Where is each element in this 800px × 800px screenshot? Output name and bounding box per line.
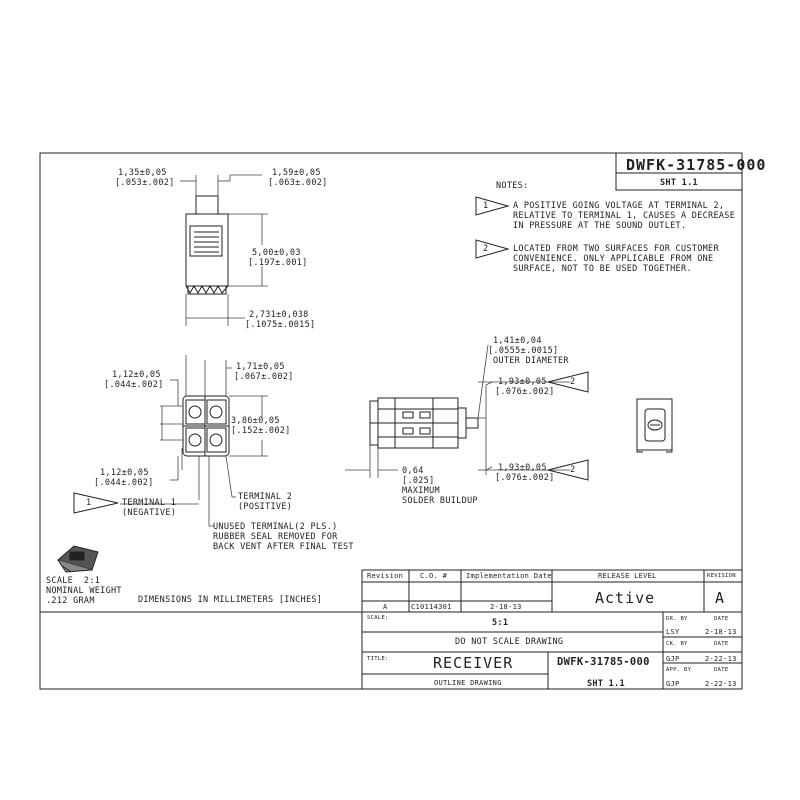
dim-1-in: [.053±.002] [115, 178, 175, 188]
dim-12-in: [.025] [402, 476, 435, 486]
dim-5-mm: 1,71±0,05 [236, 362, 285, 372]
unused-terminal-line2: RUBBER SEAL REMOVED FOR [213, 532, 338, 542]
dim-3-mm: 5,00±0,03 [252, 248, 301, 258]
tb-dr-date-label: DATE [714, 616, 729, 622]
dim-12-note2: SOLDER BUILDUP [402, 496, 478, 506]
tb-app-by-label: APP. BY [666, 667, 692, 673]
tb-title-label: TITLE: [367, 656, 389, 662]
iso-picture [56, 545, 99, 573]
tb-ck-name: GJP [666, 655, 680, 663]
tb-revision-header: Revision [367, 572, 404, 580]
tb-rev-value: A [383, 603, 388, 611]
terminal1-flag-shape [73, 492, 119, 514]
dim-12-note1: MAXIMUM [402, 486, 440, 496]
dim-8-mm: 1,12±0,05 [100, 468, 149, 478]
dim-10-mm: 1,93±0,05 [498, 377, 547, 387]
dimension-units: DIMENSIONS IN MILLIMETERS [INCHES] [138, 595, 323, 605]
header-sheet: SHT 1.1 [660, 178, 698, 188]
tb-ck-date: 2-22-13 [705, 655, 737, 663]
unused-terminal-line3: BACK VENT AFTER FINAL TEST [213, 542, 354, 552]
tb-app-name: GJP [666, 680, 680, 688]
dim-11-mm: 1,93±0,05 [498, 463, 547, 473]
tb-impl-value: 2-18-13 [490, 603, 522, 611]
dim-3-in: [.197±.001] [248, 258, 308, 268]
flag2b-number: 2 [570, 465, 576, 475]
note2-flag-number: 2 [483, 244, 489, 254]
dim-8-in: [.044±.002] [94, 478, 154, 488]
tb-ck-date-label: DATE [714, 641, 729, 647]
tb-scale-label: SCALE: [367, 615, 389, 621]
tb-revision-col-header: REVISION [707, 573, 736, 579]
note2-line3: SURFACE, NOT TO BE USED TOGETHER. [513, 264, 692, 274]
tb-subtitle: OUTLINE DRAWING [434, 679, 502, 687]
tb-ck-by-label: CK. BY [666, 641, 688, 647]
note2-line2: CONVENIENCE. ONLY APPLICABLE FROM ONE [513, 254, 714, 264]
profile-view-part [369, 397, 479, 449]
note-flags [475, 196, 510, 259]
dim-7-in: [.152±.002] [231, 426, 291, 436]
tb-co-value: C10114301 [411, 603, 452, 611]
note1-line2: RELATIVE TO TERMINAL 1, CAUSES A DECREAS… [513, 211, 736, 221]
tb-app-date-label: DATE [714, 667, 729, 673]
tb-app-date: 2-22-13 [705, 680, 737, 688]
dim-4-mm: 2,731±0,038 [249, 310, 309, 320]
scale-text: SCALE 2:1 [46, 576, 101, 586]
tb-impl-header: Implementation Date [466, 572, 552, 580]
tb-title: RECEIVER [433, 654, 514, 672]
side-view-dim-lines [180, 174, 268, 326]
tb-scale-value: 5:1 [492, 618, 509, 628]
dim-9-in: [.0555±.0015] [488, 346, 559, 356]
tb-revision-value: A [715, 589, 726, 607]
terminal1-label: TERMINAL 1 [122, 498, 177, 508]
side-view-part [185, 195, 229, 295]
terminal1-flag-number: 1 [86, 498, 92, 508]
note2-line1: LOCATED FROM TWO SURFACES FOR CUSTOMER [513, 244, 719, 254]
tb-release-value: Active [595, 589, 656, 607]
dim-6-in: [.044±.002] [104, 380, 164, 390]
dim-4-in: [.1075±.0015] [245, 320, 316, 330]
weight-value: .212 GRAM [46, 596, 95, 606]
header-part-number: DWFK-31785-000 [626, 156, 767, 174]
notes-title: NOTES: [496, 181, 529, 191]
note1-flag-number: 1 [483, 201, 489, 211]
dim-2-mm: 1,59±0,05 [272, 168, 321, 178]
dim-6-mm: 1,12±0,05 [112, 370, 161, 380]
tb-dr-date: 2-18-13 [705, 628, 737, 636]
dim-12-value: 0,64 [402, 466, 424, 476]
flag2a-number: 2 [570, 377, 576, 387]
terminal1-polarity: (NEGATIVE) [122, 508, 177, 518]
tb-dr-name: LSY [666, 628, 680, 636]
flag2-shapes [547, 371, 589, 481]
weight-label: NOMINAL WEIGHT [46, 586, 122, 596]
dim-5-in: [.067±.002] [234, 372, 294, 382]
header-box [615, 152, 743, 191]
tb-co-header: C.O. # [420, 572, 448, 580]
terminal2-label: TERMINAL 2 [238, 492, 293, 502]
dim-11-in: [.076±.002] [495, 473, 555, 483]
dim-9-mm: 1,41±0,04 [493, 336, 542, 346]
dim-10-in: [.076±.002] [495, 387, 555, 397]
dim-7-mm: 3,86±0,05 [231, 416, 280, 426]
tb-part-number: DWFK-31785-000 [557, 656, 650, 668]
tb-release-header: RELEASE LEVEL [598, 572, 657, 580]
end-view-part [636, 398, 673, 453]
unused-terminal-line1: UNUSED TERMINAL(2 PLS.) [213, 522, 338, 532]
tb-sheet: SHT 1.1 [587, 679, 625, 689]
dim-2-in: [.063±.002] [268, 178, 328, 188]
tb-dr-by-label: DR. BY [666, 616, 688, 622]
terminal-view-part [182, 395, 230, 457]
terminal2-polarity: (POSITIVE) [238, 502, 293, 512]
dim-9-note: OUTER DIAMETER [493, 356, 569, 366]
tb-do-not-scale: DO NOT SCALE DRAWING [455, 637, 564, 647]
terminal-view-dim-lines [120, 355, 268, 527]
note1-line1: A POSITIVE GOING VOLTAGE AT TERMINAL 2, [513, 201, 725, 211]
profile-view-dim-lines [345, 344, 570, 478]
note1-line3: IN PRESSURE AT THE SOUND OUTLET. [513, 221, 687, 231]
dim-1-mm: 1,35±0,05 [118, 168, 167, 178]
